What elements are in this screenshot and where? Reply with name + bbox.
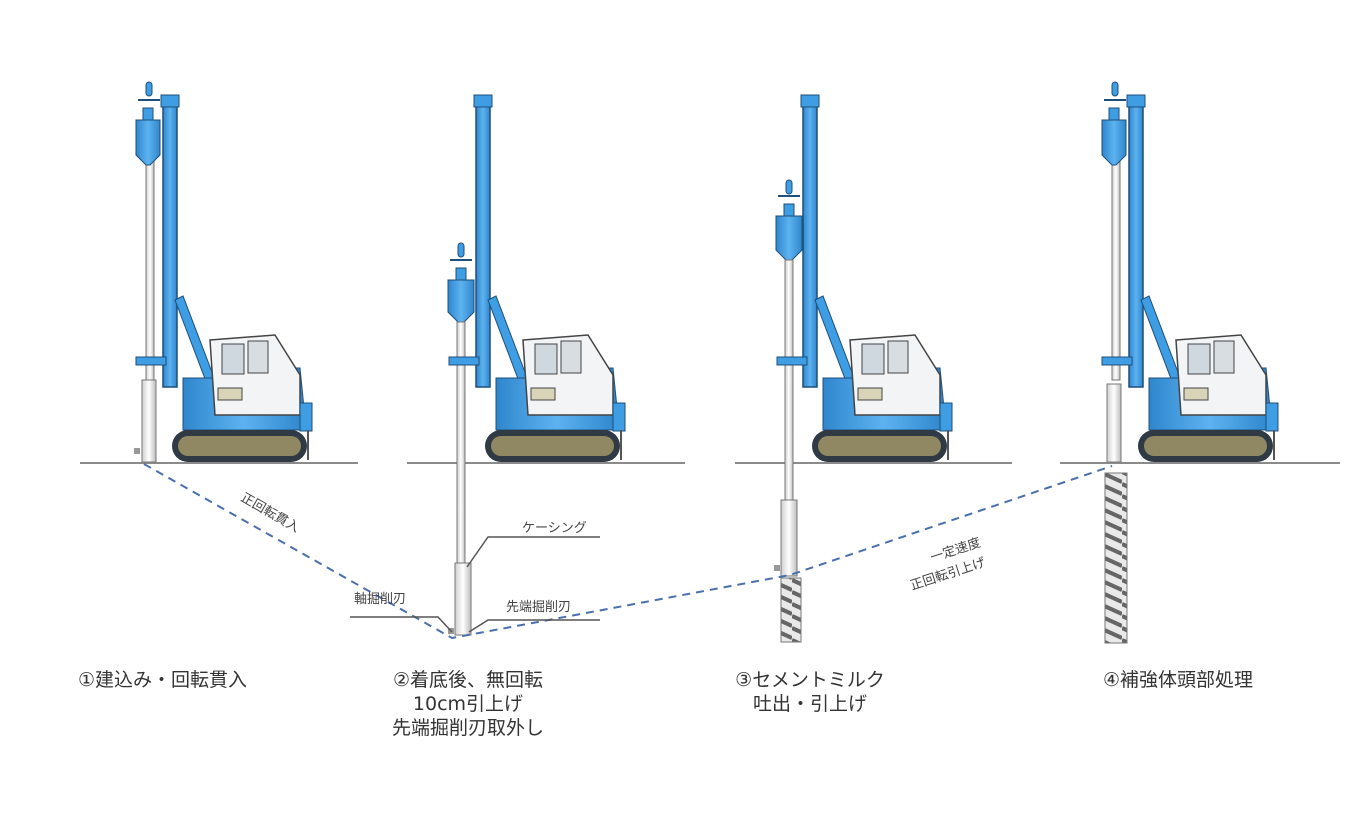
pile-rig-2 [447, 94, 626, 636]
pile-rig-3 [774, 94, 953, 643]
stage-2-label: ②着底後、無回転 10cm引上げ 先端掘削刃取外し [368, 668, 568, 740]
pile-rig-1 [134, 81, 313, 463]
stage-3-line-1: ③セメントミルク [735, 669, 885, 691]
stage-1-label: ①建込み・回転貫入 [78, 669, 248, 691]
annotation-tip-blade: 先端掘削刃 [506, 600, 571, 615]
tip-trajectory-path [143, 463, 1113, 640]
pile-rig-4 [1101, 81, 1279, 644]
annotation-casing: ケーシング [522, 521, 587, 536]
stage-2-line-2: 10cm引上げ [412, 693, 524, 715]
annotation-shaft-blade: 軸掘削刃 [354, 592, 406, 607]
stage-2-line-3: 先端掘削刃取外し [391, 717, 544, 739]
stage-4-label: ④補強体頭部処理 [1103, 669, 1254, 691]
leader-lines [350, 536, 600, 633]
stage-3-line-2: 吐出・引上げ [752, 693, 867, 715]
annotation-forward-penetration: 正回転貫入 [238, 490, 302, 535]
stage-3-label: ③セメントミルク 吐出・引上げ [720, 668, 900, 716]
stage-2-line-1: ②着底後、無回転 [392, 669, 544, 691]
annotation-forward-pullup: 正回転引上げ [909, 555, 988, 593]
